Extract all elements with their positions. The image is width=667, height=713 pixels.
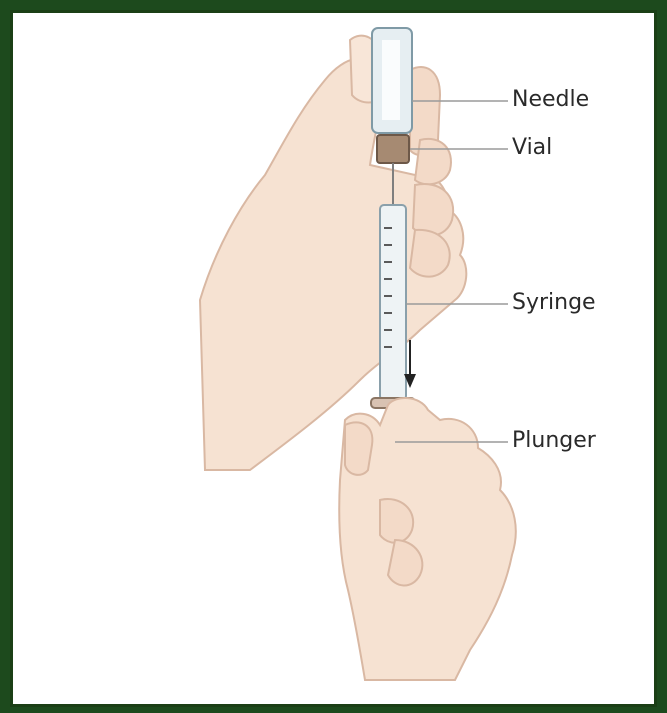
- vial: [372, 28, 412, 163]
- label-plunger: Plunger: [512, 430, 596, 452]
- lower-hand: [339, 398, 516, 680]
- label-vial: Vial: [512, 137, 552, 159]
- label-syringe: Syringe: [512, 292, 596, 314]
- label-needle: Needle: [512, 89, 589, 111]
